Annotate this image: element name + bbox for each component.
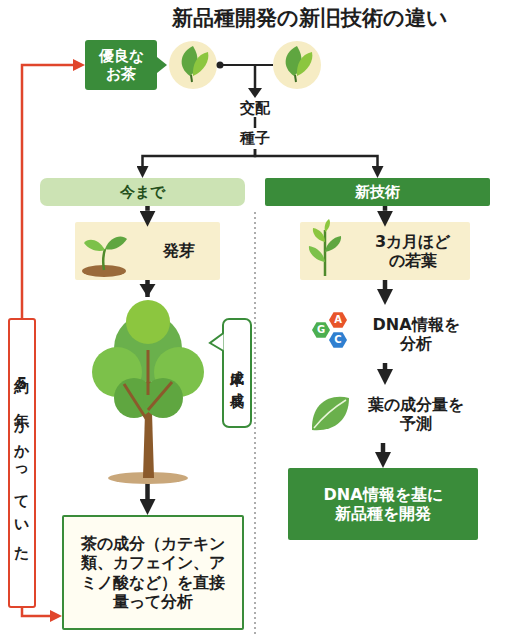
sprig-leaf: [325, 219, 330, 232]
tree-crown: [114, 378, 154, 418]
tea-illustration: [286, 46, 313, 82]
diagram-title: 新品種開発の新旧技術の違い: [110, 6, 510, 31]
sprout-leaf: [84, 240, 105, 251]
node-text: 新技術: [355, 183, 400, 201]
result-box: 茶の成分（カテキン類、カフェイン、アミノ酸など）を直接量って分析: [62, 515, 244, 630]
node-text: DNA情報を分析: [369, 315, 464, 353]
tree-ground: [108, 472, 188, 484]
dna-hexagon: [329, 332, 347, 348]
flow-arrow: [381, 443, 386, 452]
arrow-head: [140, 284, 156, 297]
tree-crown: [154, 347, 204, 397]
tree-crown: [126, 300, 170, 344]
node-text: 発芽: [163, 241, 195, 260]
column-divider: [254, 212, 255, 636]
sprout-leaf: [105, 236, 127, 249]
base-letter: A: [334, 315, 342, 325]
tree-backdrop: [137, 297, 158, 483]
node-text: 葉の成分量を予測: [366, 395, 466, 433]
callout-pointer: [210, 333, 224, 351]
process-box: 葉の成分量を予測: [295, 385, 475, 443]
node-text: 成木に成長: [229, 360, 246, 386]
tea-circle: [169, 41, 217, 89]
flow-arrow: [255, 149, 378, 166]
base-letter: G: [317, 325, 325, 335]
arrow-head: [248, 88, 262, 98]
callout-box: 成木に成長: [222, 318, 252, 428]
tree-crown: [143, 378, 183, 418]
tree-crown: [92, 347, 142, 397]
sprig-leaf: [309, 246, 325, 262]
process-label: 交配: [238, 100, 272, 117]
cross-line: [217, 64, 273, 66]
tree-crown: [114, 314, 182, 382]
tea-illustration: [182, 46, 209, 82]
node-text: 茶の成分（カテキン類、カフェイン、アミノ酸など）を直接量って分析: [78, 534, 228, 611]
node-text: 今まで: [120, 183, 165, 201]
tree-branch: [124, 350, 172, 420]
leaf-vein: [314, 400, 346, 428]
column-header: 今まで: [40, 178, 245, 206]
duration-box: 約5年かかっていた: [8, 318, 36, 608]
dna-hexagon: [312, 322, 330, 338]
sprig-leaf: [313, 228, 325, 242]
source-box: 優良なお茶: [85, 40, 157, 90]
node-text: 種子: [240, 129, 270, 147]
cross-line: [254, 65, 257, 89]
cross-dot: [217, 62, 224, 69]
cross-line: [254, 117, 257, 128]
tree-trunk: [143, 380, 154, 478]
result-box: DNA情報を基に新品種を開発: [288, 468, 478, 540]
flow-arrow: [145, 280, 150, 499]
box-pointer: [157, 57, 167, 73]
node-text: 3カ月ほどの若葉: [373, 232, 453, 270]
dna-hexagon: [329, 312, 347, 328]
tea-circle: [273, 41, 321, 89]
duration-arrow: [22, 65, 73, 318]
flow-arrow: [383, 206, 388, 211]
duration-arrow: [22, 608, 50, 616]
flow-arrow: [145, 206, 150, 211]
flow-arrow: [143, 149, 256, 166]
flow-arrow: [383, 280, 388, 289]
sprig-leaf: [325, 236, 341, 252]
seed-box: 種子: [233, 127, 277, 149]
sprig-stem: [324, 230, 327, 276]
leaf-icon: [312, 397, 349, 430]
node-text: 優良なお茶: [97, 47, 145, 83]
node-text: DNA情報を基に新品種を開発: [321, 485, 446, 523]
flow-arrow: [383, 363, 388, 369]
node-text: 約5年かかっていた: [13, 367, 31, 560]
base-letter: C: [334, 335, 341, 345]
process-box: 発芽: [75, 222, 220, 280]
soil-mound: [82, 265, 126, 277]
process-box: 3カ月ほどの若葉: [300, 222, 470, 280]
column-header: 新技術: [265, 178, 490, 206]
sprout-stem: [103, 249, 105, 270]
process-box: DNA情報を分析: [295, 305, 475, 363]
